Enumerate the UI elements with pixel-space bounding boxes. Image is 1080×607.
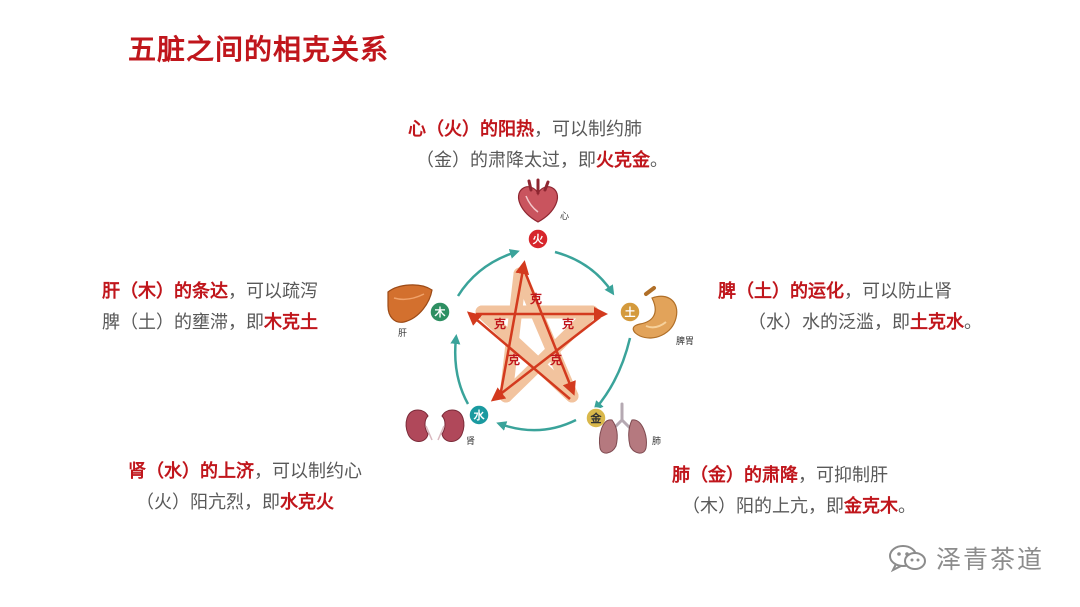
text-block-metal-wood: 肺（金）的肃降，可抑制肝 （木）阳的上亢，即金克木。: [672, 460, 916, 522]
watermark: 泽青茶道: [888, 540, 1044, 576]
watermark-text: 泽青茶道: [936, 545, 1045, 574]
metal-label: 金: [590, 411, 603, 425]
earth-badge: 土: [619, 301, 641, 323]
liver-label: 肝: [398, 328, 407, 339]
line-1: 脾（土）的运化，可以防止肾: [718, 276, 982, 307]
heart-icon: [517, 178, 559, 223]
restriction-arrows: [466, 260, 608, 402]
body-text: 。: [898, 496, 916, 517]
cycle-arc-metal-water: [496, 418, 577, 432]
ke-label: 克: [562, 316, 574, 331]
ke-label: 克: [494, 316, 506, 331]
line-1: 肾（水）的上济，可以制约心: [128, 456, 362, 487]
line-2: （木）阳的上亢，即金克木。: [672, 491, 916, 522]
line-1: 心（火）的阳热，可以制约肺: [408, 114, 668, 145]
body-text: ，可以防止肾: [844, 281, 952, 302]
highlight-text: 肝（木）的条达: [102, 281, 228, 302]
text-block-wood-earth: 肝（木）的条达，可以疏泻 脾（土）的壅滞，即木克土: [102, 276, 318, 338]
highlight-text: 肾（水）的上济: [128, 461, 254, 482]
page-title: 五脏之间的相克关系: [128, 33, 390, 66]
highlight-text: 肺（金）的肃降: [672, 465, 798, 486]
cycle-arc-earth-metal: [593, 337, 632, 412]
ke-labels: 克 克 克 克 克: [494, 291, 574, 367]
element-badges: 火 土 金 水 木: [429, 228, 641, 429]
wood-badge: 木: [429, 301, 451, 323]
stomach-icon: [632, 286, 678, 339]
line-2: （火）阳亢烈，即水克火: [128, 487, 362, 518]
highlight-text: 火克金: [596, 150, 650, 171]
highlight-text: 木克土: [264, 312, 318, 333]
ke-arrow-earth-water: [490, 316, 601, 402]
highlight-text: 水克火: [280, 492, 334, 513]
ke-label: 克: [550, 352, 562, 367]
body-text: 脾（土）的壅滞，即: [102, 312, 264, 333]
lungs-label: 肺: [652, 436, 661, 447]
highlight-text: 土克水: [910, 312, 964, 333]
highlight-text: 脾（土）的运化: [718, 281, 844, 302]
body-text: 。: [964, 312, 982, 333]
earth-label: 土: [625, 305, 636, 319]
liver-icon: [387, 284, 433, 323]
text-block-fire-metal: 心（火）的阳热，可以制约肺 （金）的肃降太过，即火克金。: [408, 114, 668, 176]
cycle-arc-wood-fire: [456, 249, 520, 297]
text-block-earth-water: 脾（土）的运化，可以防止肾 （水）水的泛滥，即土克水。: [718, 276, 982, 338]
wood-label: 木: [434, 305, 447, 319]
cycle-arc-water-wood: [450, 334, 470, 405]
fire-badge: 火: [527, 228, 549, 250]
cycle-arc-fire-earth: [554, 250, 615, 296]
body-text: ，可抑制肝: [798, 465, 888, 486]
body-text: （木）阳的上亢，即: [682, 496, 844, 517]
ke-arrow-fire-metal: [523, 271, 576, 396]
kidneys-label: 肾: [466, 436, 475, 447]
line-2: （金）的肃降太过，即火克金。: [408, 145, 668, 176]
water-badge: 水: [468, 404, 490, 426]
ke-arrow-water-fire: [498, 260, 530, 398]
highlight-text: 心（火）的阳热: [408, 119, 534, 140]
text-block-water-fire: 肾（水）的上济，可以制约心 （火）阳亢烈，即水克火: [128, 456, 362, 518]
body-text: ，可以疏泻: [228, 281, 318, 302]
body-text: （水）水的泛滥，即: [748, 312, 910, 333]
body-text: ，可以制约肺: [534, 119, 642, 140]
line-1: 肝（木）的条达，可以疏泻: [102, 276, 318, 307]
fire-label: 火: [533, 233, 545, 246]
ke-arrow-metal-wood: [466, 311, 571, 400]
body-text: （金）的肃降太过，即: [416, 150, 596, 171]
line-1: 肺（金）的肃降，可抑制肝: [672, 460, 916, 491]
water-label: 水: [474, 408, 486, 422]
stomach-label: 脾胃: [676, 335, 694, 347]
lungs-icon: [599, 402, 647, 454]
line-2: （水）水的泛滥，即土克水。: [718, 307, 982, 338]
ke-label: 克: [530, 291, 542, 306]
highlight-text: 金克木: [844, 496, 898, 517]
body-text: （火）阳亢烈，即: [136, 492, 280, 513]
metal-badge: 金: [585, 407, 607, 429]
line-2: 脾（土）的壅滞，即木克土: [102, 307, 318, 338]
wechat-icon: [889, 545, 926, 573]
generation-cycle: [450, 249, 632, 432]
ke-label: 克: [508, 352, 520, 367]
heart-label: 心: [560, 211, 569, 222]
body-text: ，可以制约心: [254, 461, 362, 482]
body-text: 。: [650, 150, 668, 171]
kidneys-icon: [405, 409, 465, 442]
